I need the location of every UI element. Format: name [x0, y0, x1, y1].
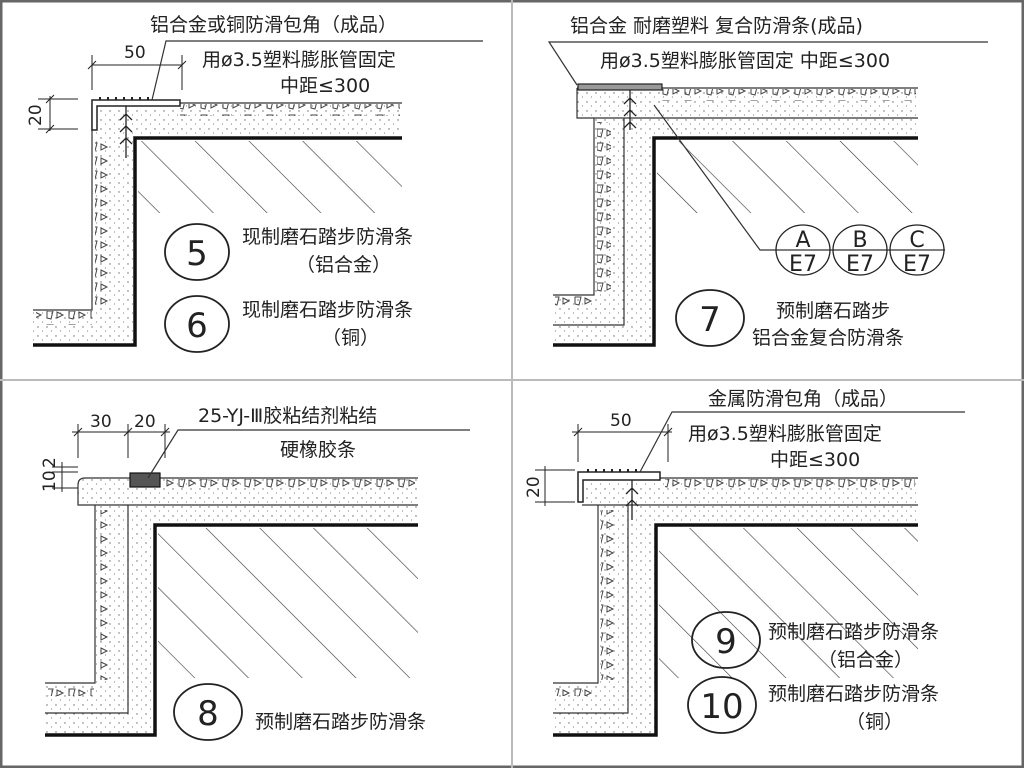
- terrazzo-aggregate: [36, 311, 92, 325]
- detail-number-circle: [691, 611, 761, 669]
- svg-text:A: A: [795, 228, 810, 253]
- detail-material: （铜）: [322, 327, 379, 349]
- screed-layer: [553, 478, 918, 735]
- nosing-profile: [91, 99, 181, 131]
- expansion-anchor-icon: [625, 480, 639, 520]
- concrete-hatch: [158, 528, 418, 678]
- detail-number-circle: [675, 289, 745, 347]
- concrete-hatch: [138, 141, 402, 213]
- detail-number-10: 10: [700, 687, 743, 727]
- detail-title: 现制磨石踏步防滑条: [242, 299, 413, 321]
- dimension-50: 50: [124, 43, 146, 63]
- leader-line: [639, 411, 965, 473]
- dimension-20: 20: [26, 104, 46, 126]
- detail-number-9: 9: [715, 622, 737, 662]
- panel-detail-9-10: 50 20 金属防滑包角（成品） 用ø3.5塑料膨胀管固定 中距≤300 9 预…: [524, 388, 965, 737]
- precast-tread-outline: [553, 477, 918, 714]
- dimension-line: [572, 424, 673, 462]
- nosing-profile: [577, 471, 661, 503]
- structural-outline: [553, 136, 918, 347]
- detail-number-circle: [164, 295, 230, 353]
- fixing-note: 用ø3.5塑料膨胀管固定 中距≤300: [600, 50, 890, 72]
- detail-material: （铝合金）: [296, 254, 391, 276]
- svg-text:B: B: [852, 228, 867, 253]
- dimension-20: 20: [524, 476, 544, 498]
- detail-number-circle: [687, 676, 757, 734]
- svg-text:E7: E7: [846, 252, 874, 277]
- spacing-note: 中距≤300: [770, 449, 860, 471]
- terrazzo-aggregate: [180, 104, 400, 116]
- detail-title: 预制磨石踏步防滑条: [768, 621, 939, 643]
- svg-text:E7: E7: [789, 252, 817, 277]
- callout-label: 铝合金或铜防滑包角（成品）: [150, 14, 397, 36]
- precast-tread-outline: [553, 87, 918, 326]
- detail-title: 现制磨石踏步防滑条: [242, 226, 413, 248]
- fixing-note: 用ø3.5塑料膨胀管固定: [202, 49, 396, 71]
- reference-leader: [653, 104, 945, 251]
- structural-outline: [33, 136, 402, 347]
- detail-material: （铜）: [846, 711, 903, 733]
- rubber-strip: [129, 472, 161, 488]
- detail-number-5: 5: [186, 234, 208, 274]
- reference-bubble-c: C E7: [889, 224, 945, 277]
- expansion-anchor-icon: [119, 106, 133, 158]
- screed-layer: [45, 478, 418, 735]
- callout-label: 铝合金 耐磨塑料 复合防滑条(成品): [570, 15, 863, 37]
- callout-label: 金属防滑包角（成品）: [708, 388, 898, 410]
- dimension-2: 2: [40, 457, 60, 468]
- svg-text:E7: E7: [903, 252, 931, 277]
- detail-number-7: 7: [699, 300, 721, 340]
- detail-title: 预制磨石踏步: [776, 300, 890, 322]
- material-note: 硬橡胶条: [280, 439, 356, 461]
- composite-strip: [577, 83, 663, 91]
- panel-detail-5-6: 50 20 铝合金或铜防滑包角（成品） 用ø3.5塑料膨胀管固定 中距≤300 …: [26, 14, 483, 353]
- screed-layer: [553, 88, 918, 345]
- detail-material: 铝合金复合防滑条: [752, 327, 904, 349]
- leader-line: [547, 41, 988, 86]
- reference-bubble-b: B E7: [832, 224, 888, 277]
- dimension-line: [72, 424, 170, 458]
- reference-bubble-a: A E7: [775, 224, 831, 277]
- detail-number-circle: [164, 223, 230, 281]
- detail-number-circle: [173, 683, 243, 741]
- spacing-note: 中距≤300: [280, 75, 370, 97]
- detail-number-6: 6: [186, 306, 208, 346]
- svg-text:C: C: [909, 228, 924, 253]
- terrazzo-aggregate: [95, 140, 109, 305]
- precast-tread-outline: [45, 477, 418, 714]
- dimension-30: 30: [90, 412, 112, 432]
- screed-layer: [33, 103, 402, 345]
- leader-line: [147, 429, 470, 479]
- panel-detail-7: 铝合金 耐磨塑料 复合防滑条(成品) 用ø3.5塑料膨胀管固定 中距≤300 A…: [547, 15, 988, 349]
- fixing-note: 用ø3.5塑料膨胀管固定: [688, 423, 882, 445]
- detail-number-8: 8: [197, 694, 219, 734]
- dimension-50: 50: [610, 411, 632, 431]
- concrete-hatch: [659, 528, 918, 678]
- expansion-anchor-icon: [623, 90, 637, 130]
- structural-outline: [553, 523, 918, 737]
- concrete-hatch: [657, 141, 918, 213]
- leader-line: [151, 40, 483, 101]
- detail-material: （铝合金）: [818, 649, 913, 671]
- dimension-20: 20: [134, 412, 156, 432]
- dimension-line: [87, 55, 187, 90]
- callout-label: 25-YJ-Ⅲ胶粘结剂粘结: [198, 405, 377, 427]
- detail-title: 预制磨石踏步防滑条: [768, 683, 939, 705]
- dimension-10: 10: [40, 470, 60, 492]
- structural-outline: [45, 523, 418, 737]
- detail-title: 预制磨石踏步防滑条: [255, 711, 426, 733]
- panel-detail-8: 30 20 10 2 25-YJ-Ⅲ胶粘结剂粘结 硬橡胶条 8 预制磨石踏步防滑…: [40, 405, 470, 741]
